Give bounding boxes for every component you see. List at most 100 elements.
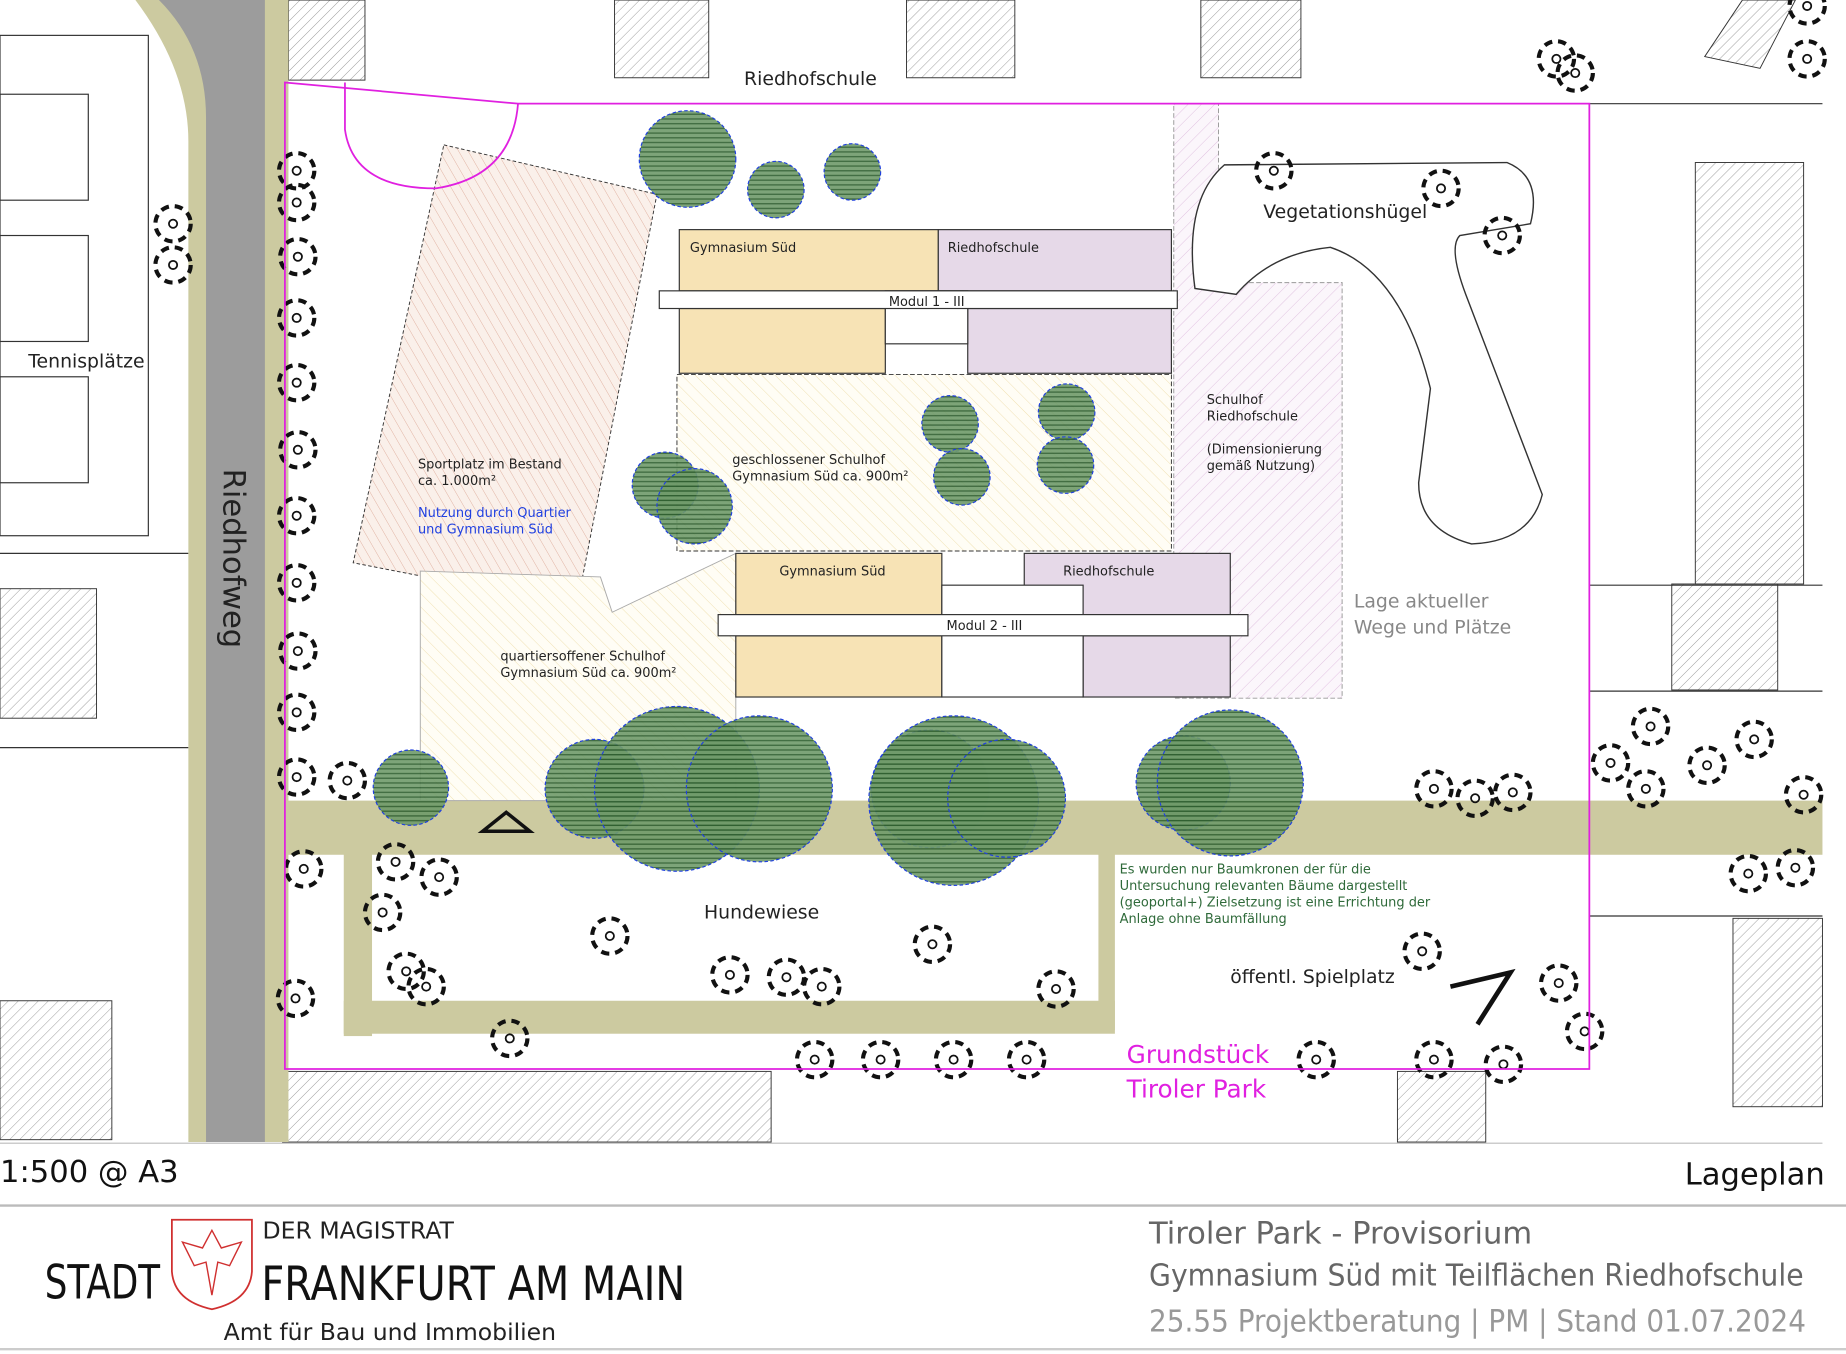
tree-symbol (1006, 1039, 1047, 1080)
tree-symbol (802, 966, 842, 1007)
tree-symbol (276, 563, 317, 603)
tree-crown (1156, 709, 1304, 857)
scale-label: 1:500 @ A3 (0, 1155, 179, 1190)
tree-symbol (1483, 1044, 1524, 1085)
tree-symbol (1254, 151, 1294, 191)
tree-symbol (1539, 963, 1579, 1003)
tree-symbol (276, 692, 317, 733)
tree-symbol (860, 1039, 901, 1080)
tree-crown (1037, 383, 1096, 441)
tree-symbol (386, 951, 426, 992)
street-riedhofweg (158, 0, 265, 1143)
eagle-crest-icon (171, 1218, 253, 1311)
tree-crown (1036, 436, 1095, 494)
label-tennis: Tennisplätze (27, 351, 144, 372)
tree-symbol (912, 924, 953, 964)
tree-symbol (1630, 706, 1671, 747)
tree-symbol (278, 631, 318, 671)
city-logo: DER MAGISTRAT STADT FRANKFURT AM MAIN Am… (45, 1217, 685, 1346)
tree-symbol (327, 760, 368, 801)
tree-crown (746, 160, 805, 219)
tree-symbol (276, 298, 317, 338)
tree-crown (685, 715, 833, 863)
entrance-triangle (477, 810, 535, 833)
tree-symbol (933, 1039, 974, 1080)
tree-symbol (710, 955, 750, 995)
tree-crown (933, 448, 991, 506)
tree-symbol (276, 151, 317, 191)
tree-symbol (278, 236, 318, 277)
tree-symbol (1555, 53, 1595, 93)
tree-crown (947, 738, 1067, 858)
tennis-courts (0, 34, 1823, 917)
tree-crown (921, 395, 979, 453)
text: Untersuchung relevanten Bäume dargestell… (1120, 879, 1408, 894)
label-open-yard: quartiersoffener Schulhof (500, 650, 665, 665)
tree-symbol (275, 978, 316, 1019)
tree-note: Es wurden nur Baumkronen der für die Unt… (1120, 863, 1431, 927)
project-title: Tiroler Park - Provisorium (1148, 1216, 1532, 1251)
label-street: Riedhofweg (216, 469, 251, 649)
label-sport-area: ca. 1.000m² (418, 474, 496, 489)
green-paths (284, 800, 1823, 1037)
door-arc (344, 82, 519, 190)
tree-crown (638, 110, 737, 208)
plot-boundary (284, 81, 1591, 1070)
tree-symbol (406, 966, 446, 1007)
tree-symbol (1775, 848, 1816, 888)
tree-symbol (1787, 39, 1827, 79)
label-plot-2: Tiroler Park (1126, 1074, 1267, 1103)
tree-symbol (1414, 1039, 1454, 1080)
vegetation-hill (1191, 161, 1543, 545)
tree-symbol (1421, 168, 1461, 209)
tree-symbol (1536, 39, 1577, 79)
tree-symbol (276, 757, 317, 797)
tree-symbol (153, 204, 193, 244)
tree-crown (656, 468, 733, 545)
tree-symbol (153, 245, 193, 285)
north-arrow (1449, 968, 1516, 1026)
label-dog-meadow: Hundewiese (704, 902, 819, 923)
tree-symbol (1036, 969, 1076, 1009)
label-sport: Sportplatz im Bestand (418, 458, 562, 473)
label-playground: öffentl. Spielplatz (1230, 967, 1395, 988)
text: (geoportal+) Zielsetzung ist eine Errich… (1120, 896, 1431, 911)
text: (Dimensionierung (1207, 442, 1322, 457)
label-modul-2: Modul 2 - III (947, 619, 1023, 634)
label-plot: Grundstück (1127, 1040, 1270, 1069)
tree-symbol (276, 362, 317, 403)
tree-symbol (1564, 1011, 1605, 1052)
project-status: 25.55 Projektberatung | PM | Stand 01.07… (1149, 1305, 1806, 1340)
tree-symbol (375, 842, 416, 882)
neighbour-buildings (0, 0, 1823, 1143)
text: Es wurden nur Baumkronen der für die (1120, 863, 1371, 878)
tree-crown (823, 143, 882, 201)
label-open-yard-2: Gymnasium Süd ca. 900m² (500, 666, 676, 681)
tree-symbol (1482, 215, 1522, 256)
label-closed-yard: geschlossener Schulhof (732, 453, 885, 468)
label-modul-1: Modul 1 - III (889, 295, 965, 310)
label-sport-use-2: und Gymnasium Süd (418, 522, 553, 537)
tree-crown (372, 749, 450, 826)
text: Schulhof (1207, 393, 1263, 408)
modul-2-building (717, 552, 1249, 698)
org-dept: Amt für Bau und Immobilien (224, 1318, 556, 1346)
label-m1-gym: Gymnasium Süd (690, 241, 796, 256)
tree-symbol (276, 182, 317, 223)
label-m2-gym: Gymnasium Süd (779, 565, 885, 580)
modul-1-building (658, 229, 1178, 374)
plan-type: Lageplan (1685, 1157, 1825, 1192)
tree-symbol (1687, 745, 1727, 786)
label-vegetation: Vegetationshügel (1263, 202, 1427, 223)
tree-symbol (1787, 0, 1827, 26)
tree-symbol (794, 1039, 835, 1080)
label-paths: Lage aktueller (1354, 592, 1489, 613)
tree-symbol (276, 495, 317, 536)
tree-symbol (1590, 743, 1631, 783)
text: Anlage ohne Baumfällung (1120, 912, 1287, 927)
org-top: DER MAGISTRAT (263, 1217, 455, 1245)
label-closed-yard-2: Gymnasium Süd ca. 900m² (732, 469, 908, 484)
label-riedhofschule: Riedhofschule (744, 69, 877, 90)
tree-symbol (1455, 778, 1495, 818)
